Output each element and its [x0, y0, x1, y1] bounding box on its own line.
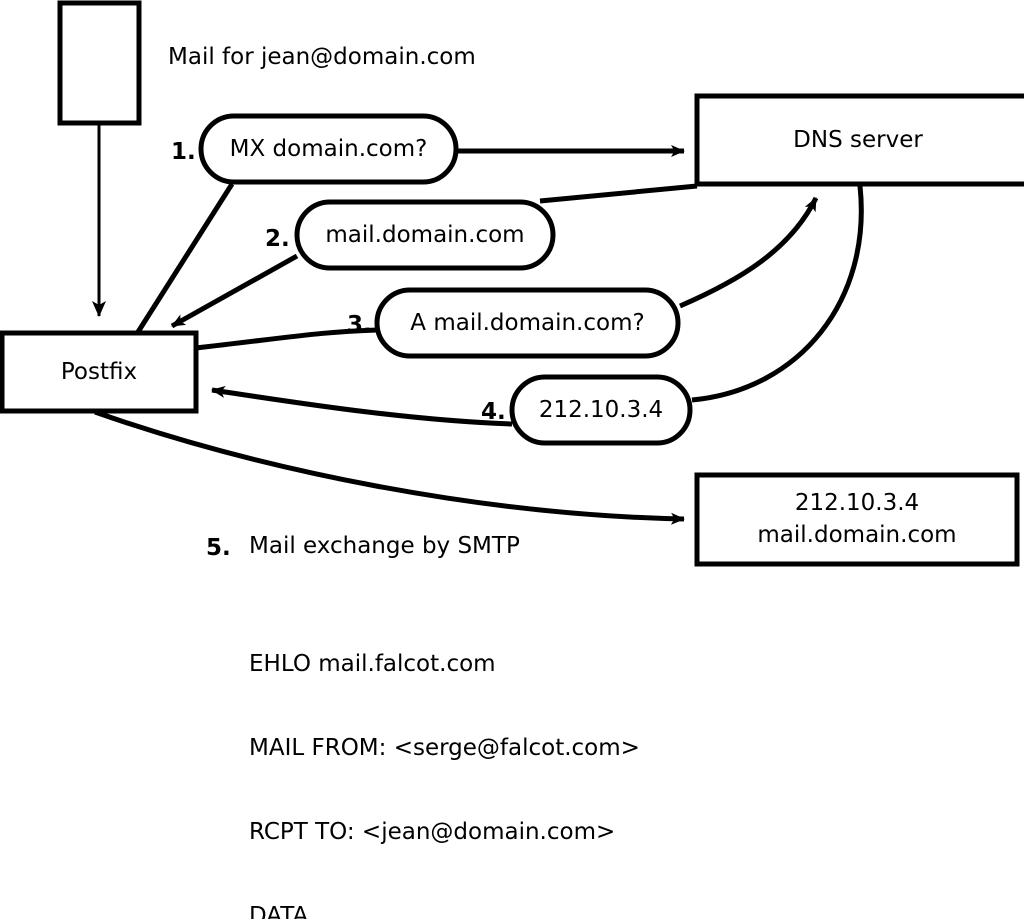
transcript-line: MAIL FROM: <serge@falcot.com>	[249, 735, 640, 761]
edge-step3-to-dns	[679, 196, 819, 309]
remote-mx-host: mail.domain.com	[757, 521, 957, 548]
step-4-number: 4.	[481, 399, 506, 425]
transcript-line: DATA	[249, 903, 309, 919]
dns-server-box	[694, 93, 1024, 187]
step-1-label: MX domain.com?	[229, 136, 428, 162]
step1-bubble	[198, 113, 459, 185]
remote-mx-ip: 212.10.3.4	[794, 490, 920, 517]
edge-dns-to-step2	[539, 183, 698, 204]
edge-dns-to-step4	[691, 185, 864, 403]
edge-step2-to-postfix	[170, 253, 299, 329]
step4-bubble	[509, 374, 693, 446]
sender-client-box	[57, 0, 142, 126]
step-2-label: mail.domain.com	[325, 222, 525, 248]
mail-for-note: Mail for jean@domain.com	[168, 44, 476, 70]
transcript-line: EHLO mail.falcot.com	[249, 651, 496, 677]
remote-mx-label: 212.10.3.4 mail.domain.com	[697, 475, 1017, 564]
edge-postfix-to-step3	[195, 327, 378, 351]
dns-server-label: DNS server	[793, 127, 923, 153]
step-3-label: A mail.domain.com?	[410, 310, 645, 336]
step-2-number: 2.	[265, 226, 290, 252]
step3-bubble	[374, 287, 681, 359]
step2-bubble	[294, 199, 556, 271]
postfix-label: Postfix	[60, 359, 138, 385]
edge-postfix-to-step1	[135, 182, 235, 334]
step-4-label: 212.10.3.4	[538, 397, 664, 423]
transcript-line: RCPT TO: <jean@domain.com>	[249, 819, 616, 845]
step-5-number: 5.	[206, 535, 231, 561]
edge-postfix-to-remote-mx	[94, 409, 685, 525]
step-5-label: Mail exchange by SMTP	[249, 533, 520, 559]
remote-mx-box	[694, 472, 1020, 567]
smtp-transcript: EHLO mail.falcot.com MAIL FROM: <serge@f…	[249, 596, 640, 919]
edge-step4-to-postfix	[211, 385, 513, 427]
step-3-number: 3.	[347, 312, 372, 338]
step-1-number: 1.	[171, 139, 196, 165]
